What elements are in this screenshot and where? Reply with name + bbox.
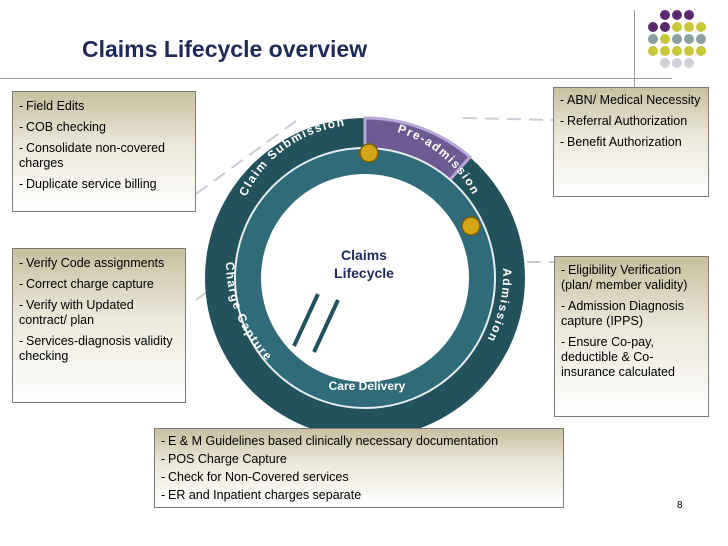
list-item: -Admission Diagnosis capture (IPPS) [561, 299, 685, 328]
box-charge-capture: -Verify Code assignments -Correct charge… [12, 248, 186, 403]
knob-top [359, 143, 379, 163]
list-item: -Field Edits [19, 99, 85, 113]
list-item: -Benefit Authorization [560, 135, 682, 149]
box-admission: -Eligibility Verification (plan/ member … [554, 256, 709, 417]
list-item: -Verify with Updated contract/ plan [19, 298, 134, 327]
list-item: -Duplicate service billing [19, 177, 157, 191]
box-pre-admission: -ABN/ Medical Necessity -Referral Author… [553, 87, 709, 197]
page-number: 8 [677, 500, 683, 511]
list-item: -Services-diagnosis validity checking [19, 334, 173, 363]
center-label-line-2: Lifecycle [334, 265, 394, 281]
list-item: -Eligibility Verification (plan/ member … [561, 263, 688, 292]
list-item: -Consolidate non-covered charges [19, 141, 165, 170]
box-claim-submission: -Field Edits -COB checking -Consolidate … [12, 91, 196, 212]
page-title: Claims Lifecycle overview [82, 36, 368, 62]
list-item: -Ensure Co-pay, deductible & Co-insuranc… [561, 335, 675, 379]
list-item: -ABN/ Medical Necessity [560, 93, 701, 107]
care-delivery-gap [297, 296, 323, 352]
knob-right [461, 216, 481, 236]
center-label-line-1: Claims [341, 247, 387, 263]
list-item: -Check for Non-Covered services [161, 470, 349, 484]
list-item: -Correct charge capture [19, 277, 154, 291]
title-divider [0, 78, 672, 79]
label-care-delivery: Care Delivery [329, 379, 406, 393]
corner-divider [634, 10, 635, 100]
list-item: -COB checking [19, 120, 106, 134]
list-item: -POS Charge Capture [161, 452, 287, 466]
list-item: -ER and Inpatient charges separate [161, 488, 362, 502]
list-item: -Verify Code assignments [19, 256, 165, 270]
center-label-box [318, 243, 410, 283]
list-item: -E & M Guidelines based clinically neces… [161, 434, 499, 448]
list-item: -Referral Authorization [560, 114, 688, 128]
box-care-delivery: -E & M Guidelines based clinically neces… [154, 428, 564, 508]
